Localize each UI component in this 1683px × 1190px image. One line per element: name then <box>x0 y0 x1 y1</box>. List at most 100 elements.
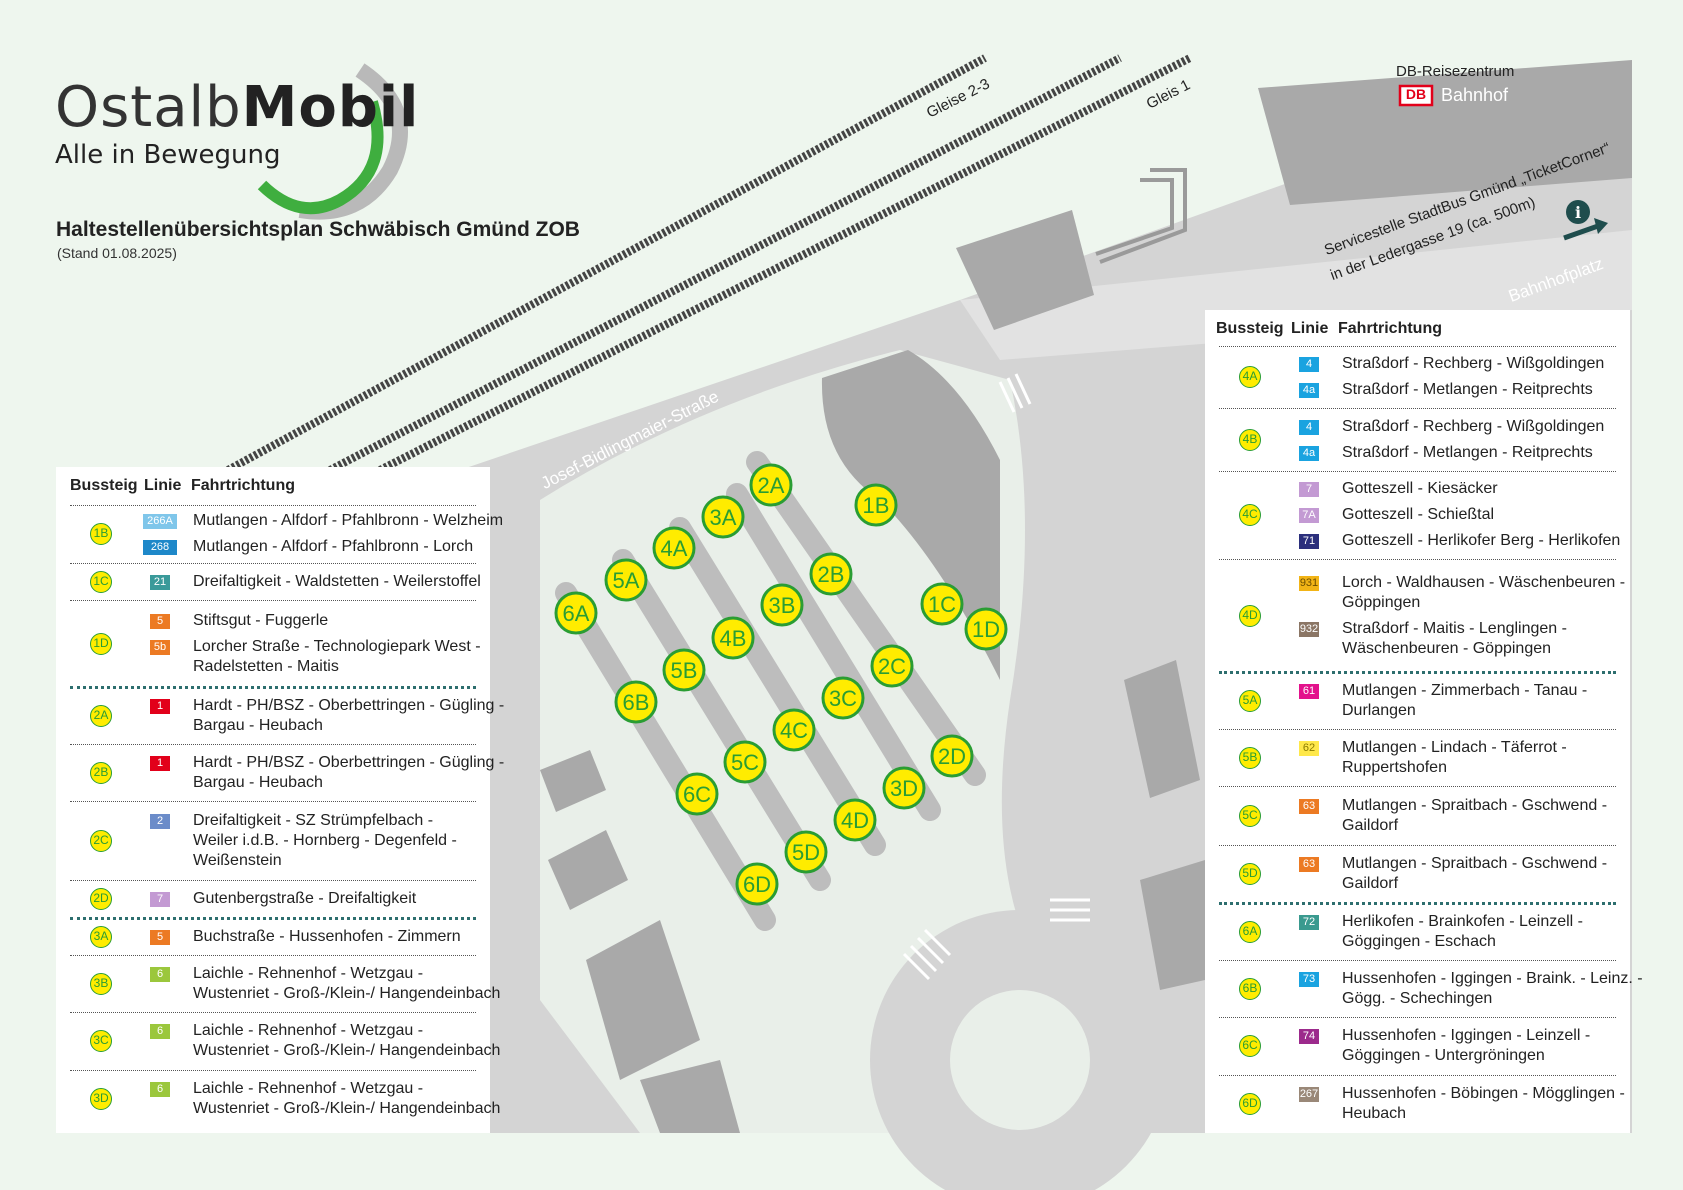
track-gleis-3 <box>226 54 987 474</box>
line-badge: 7 <box>150 892 170 907</box>
map-stop-2b[interactable]: 2B <box>809 552 853 596</box>
map-stop-3c[interactable]: 3C <box>821 676 865 720</box>
building-west-2 <box>548 830 628 910</box>
stop-badge: 2C <box>90 829 112 852</box>
page-date: (Stand 01.08.2025) <box>57 245 177 261</box>
map-stop-3a[interactable]: 3A <box>701 495 745 539</box>
line-badge: 268 <box>143 540 177 555</box>
map-stop-circle <box>870 644 914 688</box>
map-stop-5b[interactable]: 5B <box>662 648 706 692</box>
line-badge: 1 <box>150 698 170 714</box>
stop-badge: 4D <box>1239 604 1261 627</box>
destination-text: Bargau - Heubach <box>193 716 323 734</box>
line-badge: 7A <box>1299 508 1319 523</box>
destination-text: Wustenriet - Groß-/Klein-/ Hangendeinbac… <box>193 1100 501 1117</box>
stop-badge: 4A <box>1239 366 1261 388</box>
destination-text: Hussenhofen - Böbingen - Mögglingen - <box>1342 1085 1625 1102</box>
map-stop-6a[interactable]: 6A <box>554 591 598 635</box>
building-north <box>956 210 1094 330</box>
map-stop-circle <box>882 766 926 810</box>
map-stop-circle <box>652 526 696 570</box>
destination-text: Mutlangen - Alfdorf - Pfahlbronn - Welzh… <box>193 512 504 529</box>
line-badge: 6 <box>150 1082 170 1097</box>
stop-badge: 6D <box>1239 1093 1261 1115</box>
map-stop-2a[interactable]: 2A <box>749 463 793 507</box>
map-stop-3d[interactable]: 3D <box>882 766 926 810</box>
stop-badge: 4C <box>1239 504 1261 526</box>
line-badge: 6 <box>150 1024 170 1039</box>
building-east-1 <box>1124 660 1200 798</box>
logo-swoosh-green <box>257 100 384 215</box>
map-stop-1d[interactable]: 1D <box>964 607 1008 651</box>
map-stop-2c[interactable]: 2C <box>870 644 914 688</box>
map-stop-1b[interactable]: 1B <box>854 483 898 527</box>
line-badge: 74 <box>1299 1029 1319 1044</box>
map-stop-5a[interactable]: 5A <box>604 558 648 602</box>
right-table-header: Bussteig Linie Fahrtrichtung <box>1205 320 1630 344</box>
map-stop-circle <box>760 583 804 627</box>
destination-text: Buchstraße - Hussenhofen - Zimmern <box>193 927 461 945</box>
map-stop-6c[interactable]: 6C <box>675 772 719 816</box>
destination-text: Göggingen - Eschach <box>1342 932 1496 950</box>
destination-text: Gaildorf <box>1342 816 1399 834</box>
map-stop-label: 2C <box>878 654 906 679</box>
row-divider <box>1219 408 1616 409</box>
row-divider <box>1219 960 1616 961</box>
line-badge: 71 <box>1299 534 1319 549</box>
destination-text: Hardt - PH/BSZ - Oberbettringen - Güglin… <box>193 753 505 771</box>
map-stop-circle <box>920 582 964 626</box>
destination-text: Mutlangen - Spraitbach - Gschwend - <box>1342 855 1608 872</box>
info-icon-glyph: i <box>1575 203 1581 222</box>
map-stop-circle <box>821 676 865 720</box>
destination-text: Wäschenbeuren - Göppingen <box>1342 639 1552 657</box>
destination-text: Mutlangen - Lindach - Täferrot - <box>1342 738 1567 756</box>
destination-text: Bargau - Heubach <box>193 773 323 791</box>
destination-text: Straßdorf - Rechberg - Wißgoldingen <box>1342 355 1605 372</box>
map-stop-5d[interactable]: 5D <box>784 830 828 874</box>
destination-text: Wustenriet - Groß-/Klein-/ Hangendeinbac… <box>193 984 501 1002</box>
destination-text: Weiler i.d.B. - Hornberg - Degenfeld - <box>193 831 457 849</box>
building-west-1 <box>540 750 606 812</box>
stop-badge: 3A <box>90 925 112 948</box>
map-stop-circle <box>701 495 745 539</box>
destination-text: Gögg. - Schechingen <box>1342 989 1493 1007</box>
db-logo-box <box>1398 84 1434 107</box>
map-stop-6b[interactable]: 6B <box>614 680 658 724</box>
row-divider <box>1219 1075 1616 1076</box>
header-linie: Linie <box>144 477 182 494</box>
map-stop-4d[interactable]: 4D <box>833 798 877 842</box>
destination-text: Straßdorf - Metlangen - Reitprechts <box>1342 443 1593 461</box>
map-stop-circle <box>675 772 719 816</box>
map-stop-label: 3D <box>890 776 918 801</box>
map-stop-3b[interactable]: 3B <box>760 583 804 627</box>
destination-text: Gotteszell - Herlikofer Berg - Herlikofe… <box>1342 532 1621 549</box>
map-stop-5c[interactable]: 5C <box>723 740 767 784</box>
destination-text: Göggingen - Untergröningen <box>1342 1047 1545 1064</box>
stop-badge: 3D <box>90 1088 112 1110</box>
map-stop-6d[interactable]: 6D <box>735 862 779 906</box>
destination-text: Laichle - Rehnenhof - Wetzgau - <box>193 964 424 982</box>
map-stop-4b[interactable]: 4B <box>711 616 755 660</box>
info-icon[interactable] <box>1566 200 1590 224</box>
row-divider <box>1219 559 1616 560</box>
map-stop-circle <box>735 862 779 906</box>
map-stop-label: 6B <box>623 690 650 715</box>
map-stop-4a[interactable]: 4A <box>652 526 696 570</box>
stop-badge: 4B <box>1239 428 1261 451</box>
map-stop-4c[interactable]: 4C <box>772 708 816 752</box>
page-title: Haltestellenübersichtsplan Schwäbisch Gm… <box>56 218 580 241</box>
map-stop-2d[interactable]: 2D <box>930 734 974 778</box>
map-stop-label: 2A <box>758 473 785 498</box>
line-badge: 267 <box>1299 1087 1319 1102</box>
map-stop-1c[interactable]: 1C <box>920 582 964 626</box>
